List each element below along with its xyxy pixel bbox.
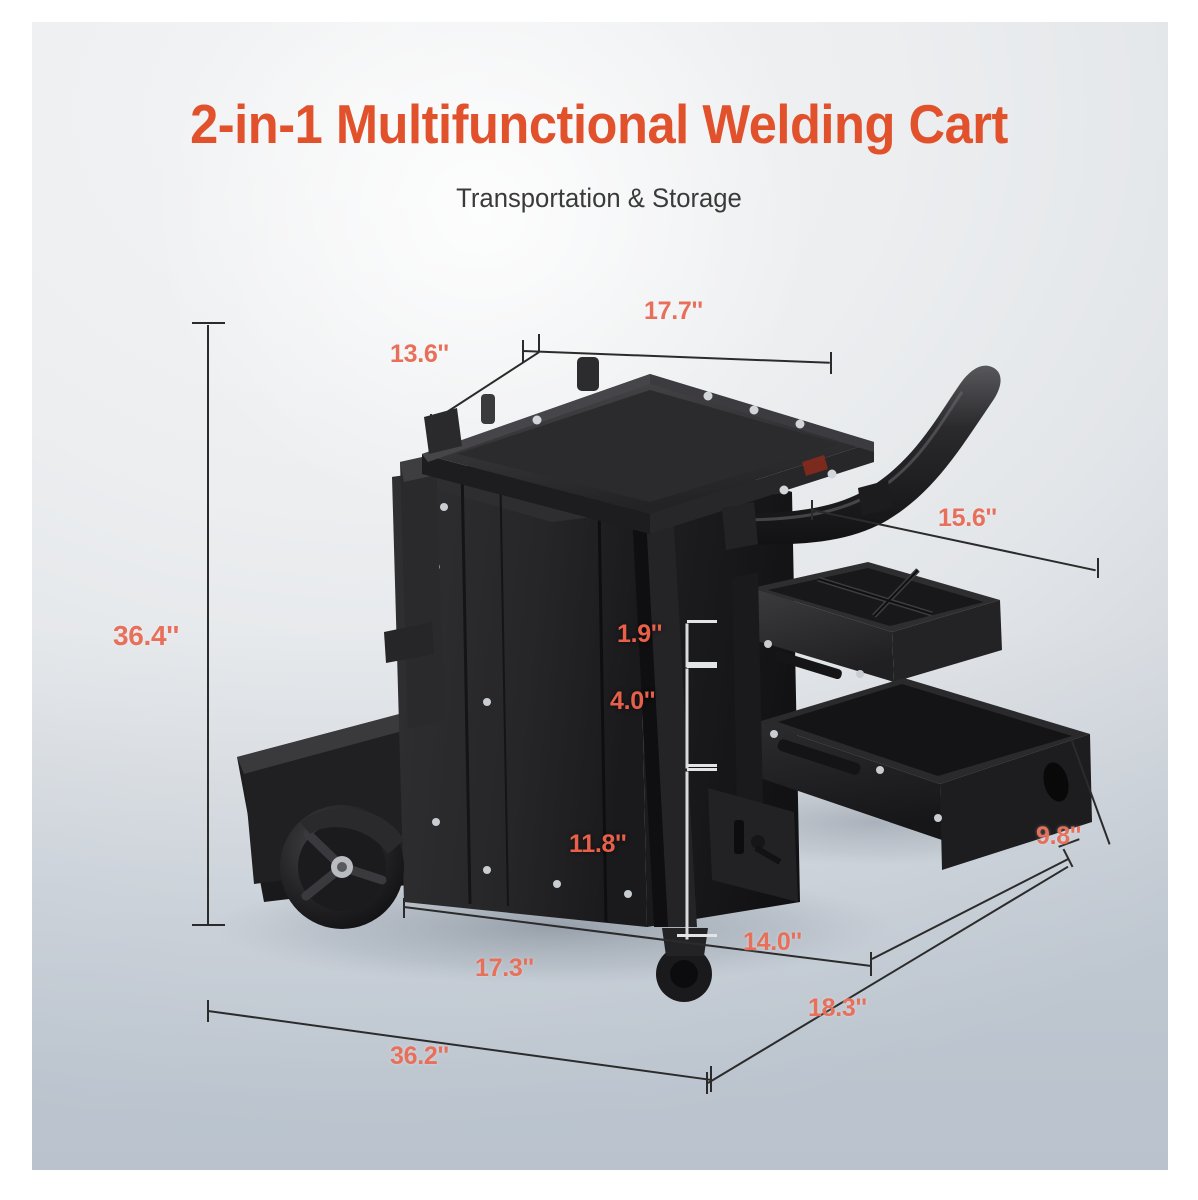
dimension-line-lower-drawer <box>685 668 689 769</box>
dimension-tick-cabinet-bottom <box>677 934 717 937</box>
dimension-line-cabinet-height <box>685 771 689 940</box>
dimension-tick-height-top <box>192 322 225 324</box>
page-title: 2-in-1 Multifunctional Welding Cart <box>190 93 1008 155</box>
dimension-tick-upper-drawer-bottom <box>687 662 717 665</box>
dimension-tick-drawer-width-left <box>811 500 813 520</box>
dimension-tick-height-bottom <box>192 924 225 926</box>
dimension-tick-tray-depth-high <box>538 334 540 352</box>
dimension-label-overall-height: 36.4'' <box>113 620 180 651</box>
dimension-label-base-depth: 14.0'' <box>743 928 802 956</box>
dimension-tick-footprint-depth-near <box>706 1072 708 1094</box>
page-subtitle: Transportation & Storage <box>456 183 742 213</box>
dimension-tick-base-width-left <box>403 898 405 918</box>
cart-vector <box>212 357 1092 1002</box>
dimension-label-top-tray-width: 17.7'' <box>644 297 703 325</box>
dimension-label-footprint-width: 36.2'' <box>390 1042 449 1070</box>
dimension-tick-tray-depth-low <box>430 414 432 432</box>
dimension-label-drawer-depth: 9.8'' <box>1036 822 1082 850</box>
dimension-tick-drawer-width-right <box>1097 558 1099 578</box>
dimension-label-drawer-width: 15.6'' <box>938 504 997 532</box>
dimension-tick-tray-width-left <box>522 340 524 362</box>
dimension-label-footprint-depth: 18.3'' <box>808 994 867 1022</box>
dimension-line-height <box>207 325 209 925</box>
welding-cart-illustration <box>32 22 1168 1170</box>
product-photo-canvas: 36.4'' 17.7'' 13.6'' 15.6'' 9.8'' 1.9'' … <box>32 22 1168 1170</box>
dimension-tick-cabinet-top <box>687 768 717 771</box>
dimension-tick-tray-width-right <box>830 352 832 374</box>
dimension-line-upper-drawer <box>685 623 689 668</box>
dimension-tick-base-width-right <box>870 952 872 976</box>
dimension-label-lower-drawer: 4.0'' <box>610 687 656 715</box>
dimension-tick-upper-drawer-top <box>687 620 717 623</box>
dimension-tick-lower-drawer-top <box>687 665 717 668</box>
dimension-label-upper-drawer: 1.9'' <box>617 620 663 648</box>
dimension-tick-lower-drawer-bottom <box>687 764 717 767</box>
dimension-label-base-width: 17.3'' <box>475 954 534 982</box>
dimension-label-top-tray-depth: 13.6'' <box>390 340 449 368</box>
dimension-tick-footprint-width-right <box>710 1066 712 1092</box>
dimension-label-cabinet-height: 11.8'' <box>569 830 627 858</box>
dimension-tick-footprint-width-left <box>207 1000 209 1022</box>
